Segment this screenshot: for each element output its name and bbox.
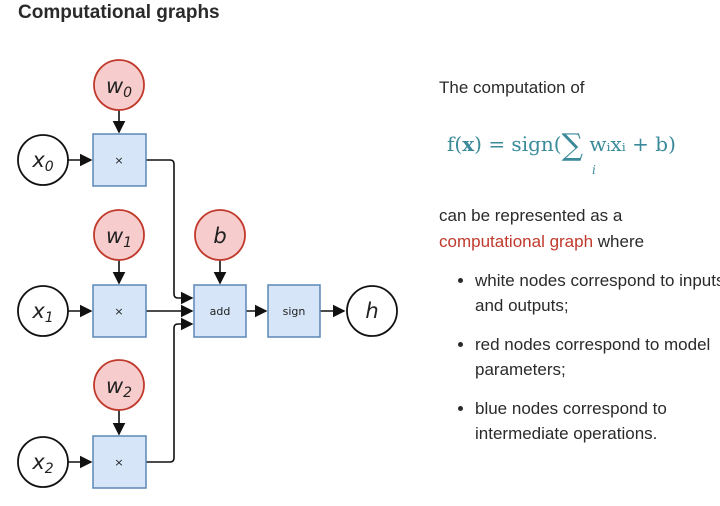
param-node-w0: w0 — [93, 59, 145, 111]
svg-text:w1: w1 — [106, 224, 132, 251]
op-rect — [193, 284, 247, 338]
output-node-h: h — [346, 285, 398, 337]
svg-text:x1: x1 — [31, 299, 53, 326]
op-rect — [92, 133, 147, 187]
description-line2: computational graph where — [439, 229, 644, 255]
param-circle — [93, 359, 145, 411]
op-node-mul2: × — [92, 435, 147, 489]
description: can be represented as a computational gr… — [439, 203, 644, 255]
description-line2-rest: where — [593, 232, 645, 251]
add-label: add — [210, 305, 231, 318]
input-sub: 1 — [45, 310, 54, 326]
bullet-item: white nodes correspond to inputs and out… — [475, 268, 720, 318]
formula: f(x) = sign(∑ wᵢxᵢ + b) i — [447, 124, 676, 177]
param-base: w — [106, 374, 124, 398]
param-circle — [93, 59, 145, 111]
input-node-x0: x0 — [17, 134, 69, 186]
output-label: h — [365, 299, 378, 323]
input-base: x — [31, 148, 45, 172]
param-base: w — [106, 224, 124, 248]
param-circle — [93, 209, 145, 261]
param-sub: 0 — [123, 85, 132, 101]
description-line1: can be represented as a — [439, 206, 623, 225]
op-node-sign: sign — [267, 284, 321, 338]
input-sub: 2 — [45, 461, 54, 477]
edge-mul0-add — [146, 159, 194, 305]
page-title: Computational graphs — [18, 2, 220, 23]
param-sub: 1 — [123, 235, 132, 251]
param-base: w — [106, 74, 124, 98]
mul-label: × — [114, 305, 123, 318]
computational-graph-diagram: w0 w1 w2 b x0 x1 x2 × — [17, 59, 398, 489]
input-node-x2: x2 — [17, 436, 69, 488]
mul-label: × — [114, 154, 123, 167]
edge-mul2-add — [146, 317, 194, 463]
op-rect — [92, 435, 147, 489]
formula-rhs: ) = sign( — [474, 132, 562, 156]
highlight-term: computational graph — [439, 232, 594, 251]
input-base: x — [31, 450, 45, 474]
op-node-mul1: × — [92, 284, 147, 338]
bullet-item: red nodes correspond to model parameters… — [475, 332, 720, 382]
svg-text:x2: x2 — [31, 450, 53, 477]
op-rect — [267, 284, 321, 338]
sum-symbol: ∑ — [561, 128, 583, 163]
bullet-item: blue nodes correspond to intermediate op… — [475, 396, 720, 446]
op-rect — [92, 284, 147, 338]
input-node-x1: x1 — [17, 285, 69, 337]
svg-text:w0: w0 — [106, 74, 132, 101]
bias-label: b — [213, 224, 226, 248]
formula-terms: wᵢxᵢ + b) — [583, 132, 676, 156]
input-base: x — [31, 299, 45, 323]
param-node-w1: w1 — [93, 209, 145, 261]
param-node-b: b — [194, 209, 246, 261]
svg-text:x0: x0 — [31, 148, 53, 175]
param-sub: 2 — [123, 385, 132, 401]
sign-label: sign — [283, 305, 306, 318]
formula-bold-x: x — [462, 132, 475, 156]
formula-lhs: f( — [447, 132, 463, 156]
mul-label: × — [114, 456, 123, 469]
param-circle — [194, 209, 246, 261]
op-node-mul0: × — [92, 133, 147, 187]
op-node-add: add — [193, 284, 247, 338]
svg-text:w2: w2 — [106, 374, 132, 401]
sum-index: i — [592, 163, 596, 177]
param-node-w2: w2 — [93, 359, 145, 411]
bullet-list: white nodes correspond to inputs and out… — [453, 268, 720, 460]
input-sub: 0 — [45, 159, 54, 175]
intro-text: The computation of — [439, 78, 585, 97]
